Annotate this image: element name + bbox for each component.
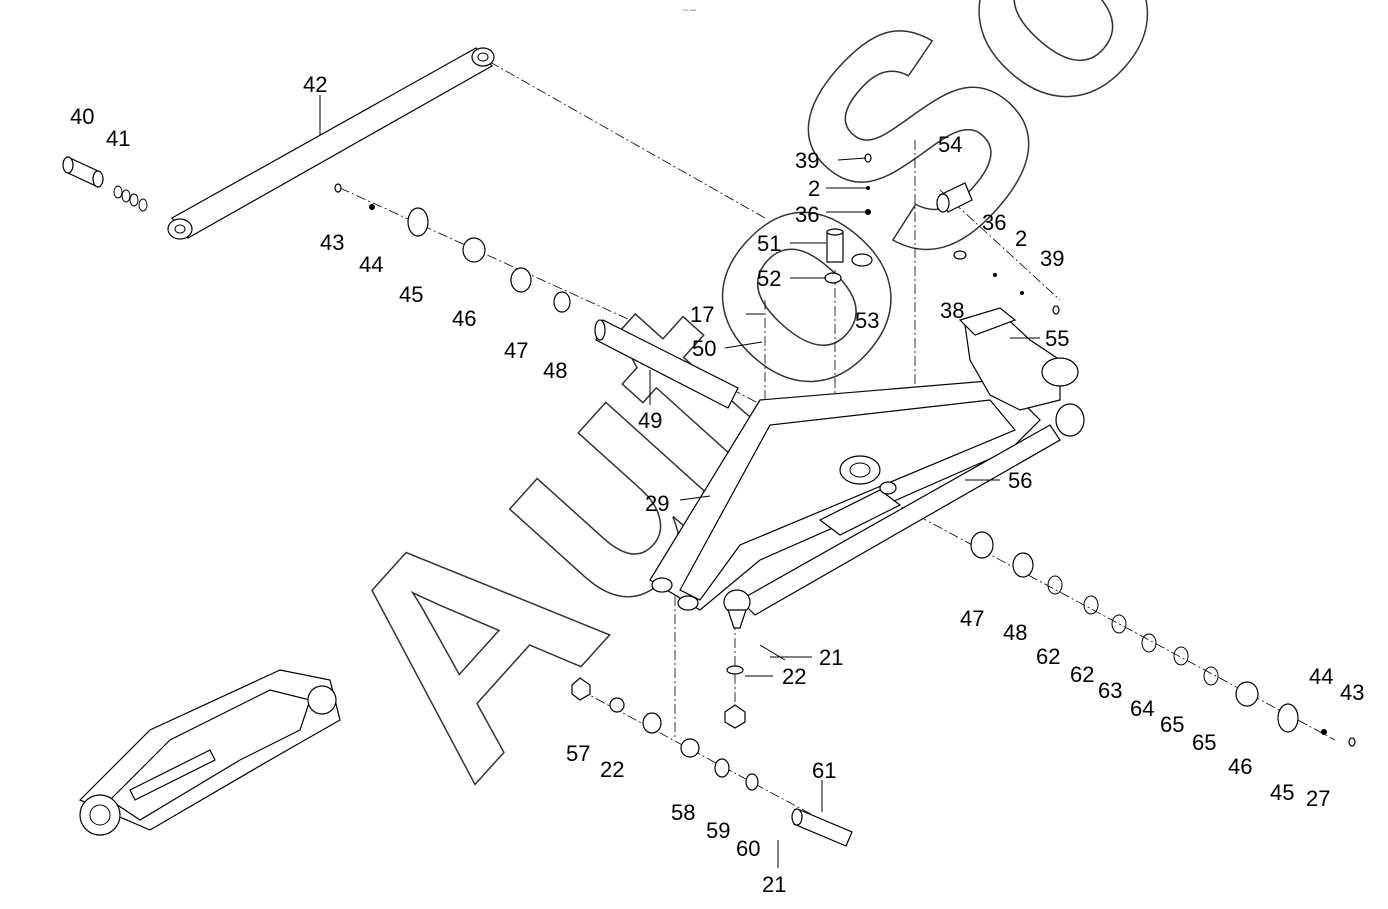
callout-label: 38: [940, 298, 964, 323]
callout-label: 55: [1045, 326, 1069, 351]
callout-label: 43: [320, 230, 344, 255]
rings-41: [113, 185, 148, 212]
callout-label: 47: [504, 338, 528, 363]
assembled-axle-thumbnail: [78, 669, 341, 836]
callout-label: 60: [736, 836, 760, 861]
callout-label: 52: [757, 266, 781, 291]
callout-label: 45: [1270, 780, 1294, 805]
tie-rod-end: [723, 589, 786, 729]
callout-label: 41: [106, 126, 130, 151]
callout-label: 2: [808, 176, 820, 201]
callout-label: 29: [645, 491, 669, 516]
leader-lines: [319, 95, 1040, 868]
callout-label: 43: [1340, 680, 1364, 705]
callout-label: 56: [1008, 468, 1032, 493]
callout-label: 48: [1003, 620, 1027, 645]
callout-label: 63: [1098, 678, 1122, 703]
callout-label: 64: [1130, 696, 1154, 721]
callout-label: 36: [982, 210, 1006, 235]
callout-label: 27: [1306, 786, 1330, 811]
callout-label: 51: [757, 231, 781, 256]
callout-label: 61: [812, 758, 836, 783]
callout-label: 36: [795, 202, 819, 227]
callout-label: 48: [543, 358, 567, 383]
pin-40: [62, 156, 104, 188]
callout-label: 50: [692, 336, 716, 361]
callout-label: 21: [762, 872, 786, 897]
callout-label: 57: [566, 741, 590, 766]
callout-label: 65: [1160, 712, 1184, 737]
axle-frame: [649, 307, 1085, 616]
callout-label: 58: [671, 800, 695, 825]
callout-label: 42: [303, 72, 327, 97]
pin-54: [936, 182, 1060, 315]
callout-label: 22: [782, 664, 806, 689]
callout-label: 40: [70, 104, 94, 129]
callout-label: 59: [706, 818, 730, 843]
shaft-parts-left: [334, 183, 571, 313]
lower-parts: [571, 677, 853, 847]
callout-label: 45: [399, 282, 423, 307]
callout-label: 22: [600, 757, 624, 782]
callout-label: 62: [1070, 662, 1094, 687]
callout-label: 46: [1228, 754, 1252, 779]
shaft-49: [594, 319, 739, 409]
callout-label: 39: [795, 148, 819, 173]
callout-label: 54: [938, 132, 962, 157]
callout-label: 65: [1192, 730, 1216, 755]
header-mark: ⊶ ▪▪▪: [682, 8, 696, 14]
callout-label: 47: [960, 606, 984, 631]
shaft-parts-right: [970, 531, 1356, 747]
callout-label: 49: [638, 408, 662, 433]
callout-label: 21: [819, 645, 843, 670]
top-hardware: [824, 153, 873, 284]
callout-label: 62: [1036, 644, 1060, 669]
callout-label: 39: [1040, 246, 1064, 271]
callout-label: 44: [1309, 664, 1333, 689]
link-rod-42: [167, 47, 495, 240]
callout-label: 46: [452, 306, 476, 331]
callout-label: 2: [1015, 226, 1027, 251]
callout-label: 44: [359, 252, 383, 277]
callout-label: 17: [690, 302, 714, 327]
callout-label: 53: [855, 308, 879, 333]
callout-labels: 42 40 41 43 44 45 46 47 48 49 29 17 50 3…: [70, 72, 1364, 897]
